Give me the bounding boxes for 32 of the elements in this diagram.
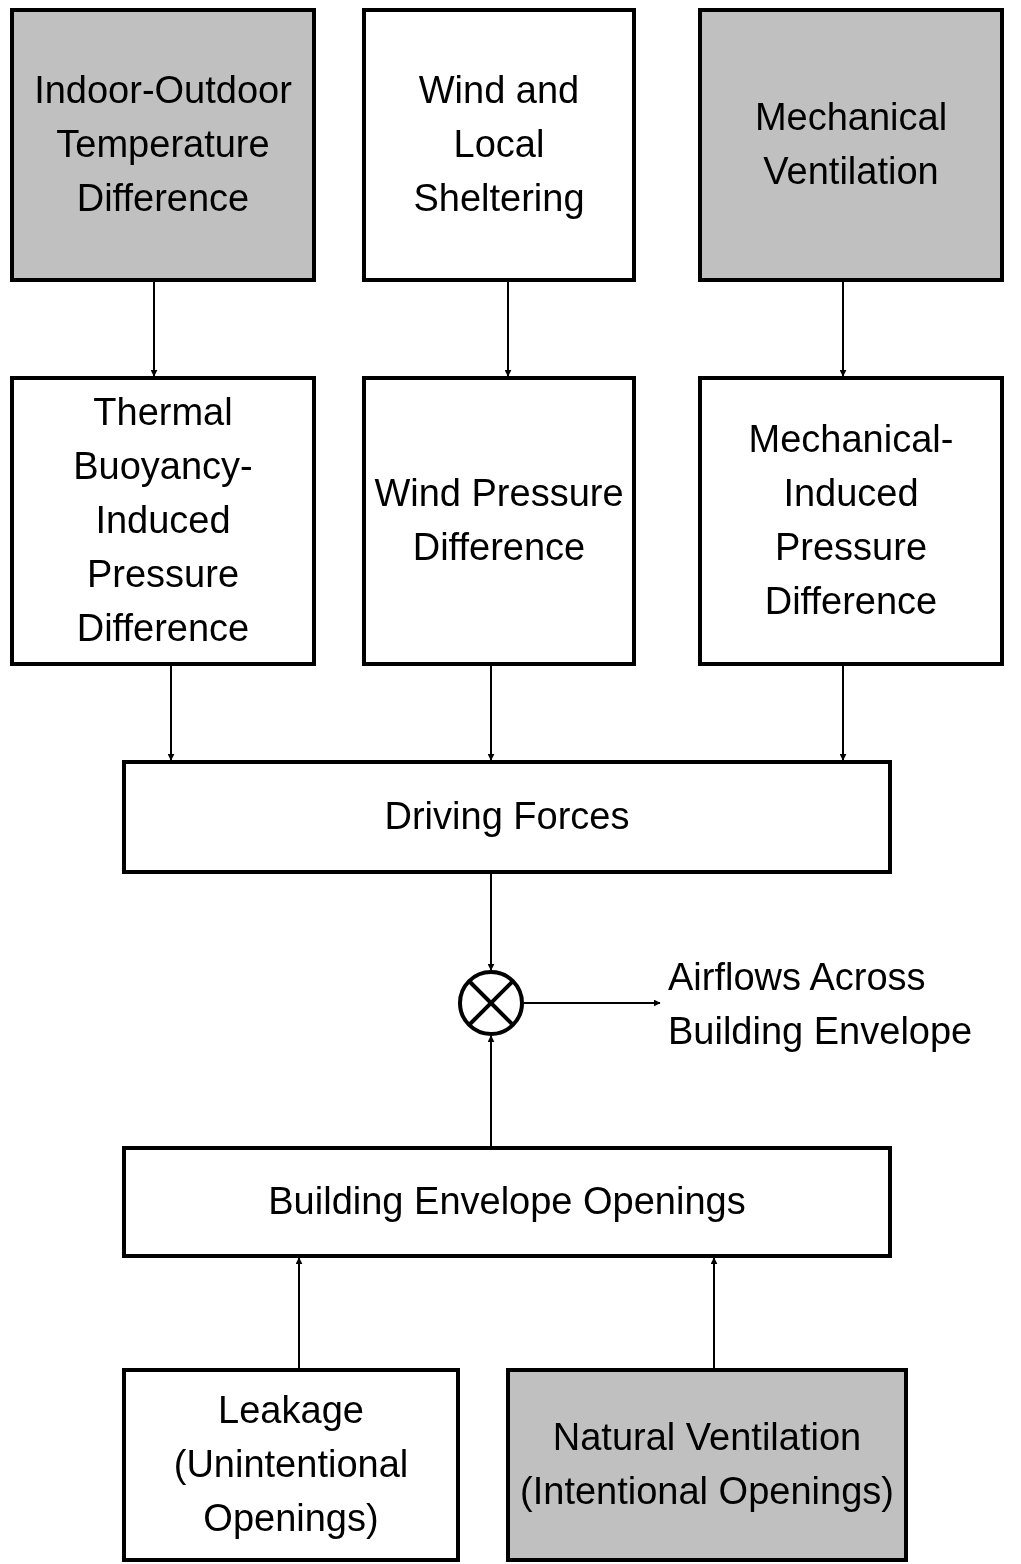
process-box (122, 1368, 460, 1562)
process-box (362, 8, 636, 282)
output-label: Airflows Across Building Envelope (668, 955, 974, 1054)
process-box (698, 376, 1004, 666)
input-box (698, 8, 1004, 282)
arrow (150, 281, 158, 377)
box-label: Thermal Buoyancy-Induced Pressure Difference (72, 390, 254, 651)
arrow (710, 1257, 718, 1369)
box-label: Wind Pressure Difference (374, 471, 624, 570)
input-box (506, 1368, 908, 1562)
arrow (487, 873, 495, 971)
arrow (504, 281, 512, 377)
arrow (839, 281, 847, 377)
arrow (487, 1035, 495, 1147)
box-label: Indoor-Outdoor Temperature Difference (33, 68, 293, 221)
box-label: Mechanical-Induced Pressure Difference (747, 417, 955, 624)
arrow (839, 665, 847, 761)
box-label: Wind and Local Sheltering (412, 68, 586, 221)
box-label: Building Envelope Openings (268, 1179, 746, 1224)
process-box (122, 1146, 892, 1258)
box-label: Mechanical Ventilation (753, 95, 949, 194)
process-box (122, 760, 892, 874)
arrow (487, 665, 495, 761)
box-label: Driving Forces (384, 794, 630, 839)
input-box (10, 8, 316, 282)
arrow (523, 999, 661, 1007)
process-box (362, 376, 636, 666)
process-box (10, 376, 316, 666)
arrow (167, 665, 175, 761)
arrow (295, 1257, 303, 1369)
box-label: Leakage (Unintentional Openings) (172, 1388, 410, 1541)
box-label: Natural Ventilation (Intentional Openings) (519, 1415, 895, 1514)
